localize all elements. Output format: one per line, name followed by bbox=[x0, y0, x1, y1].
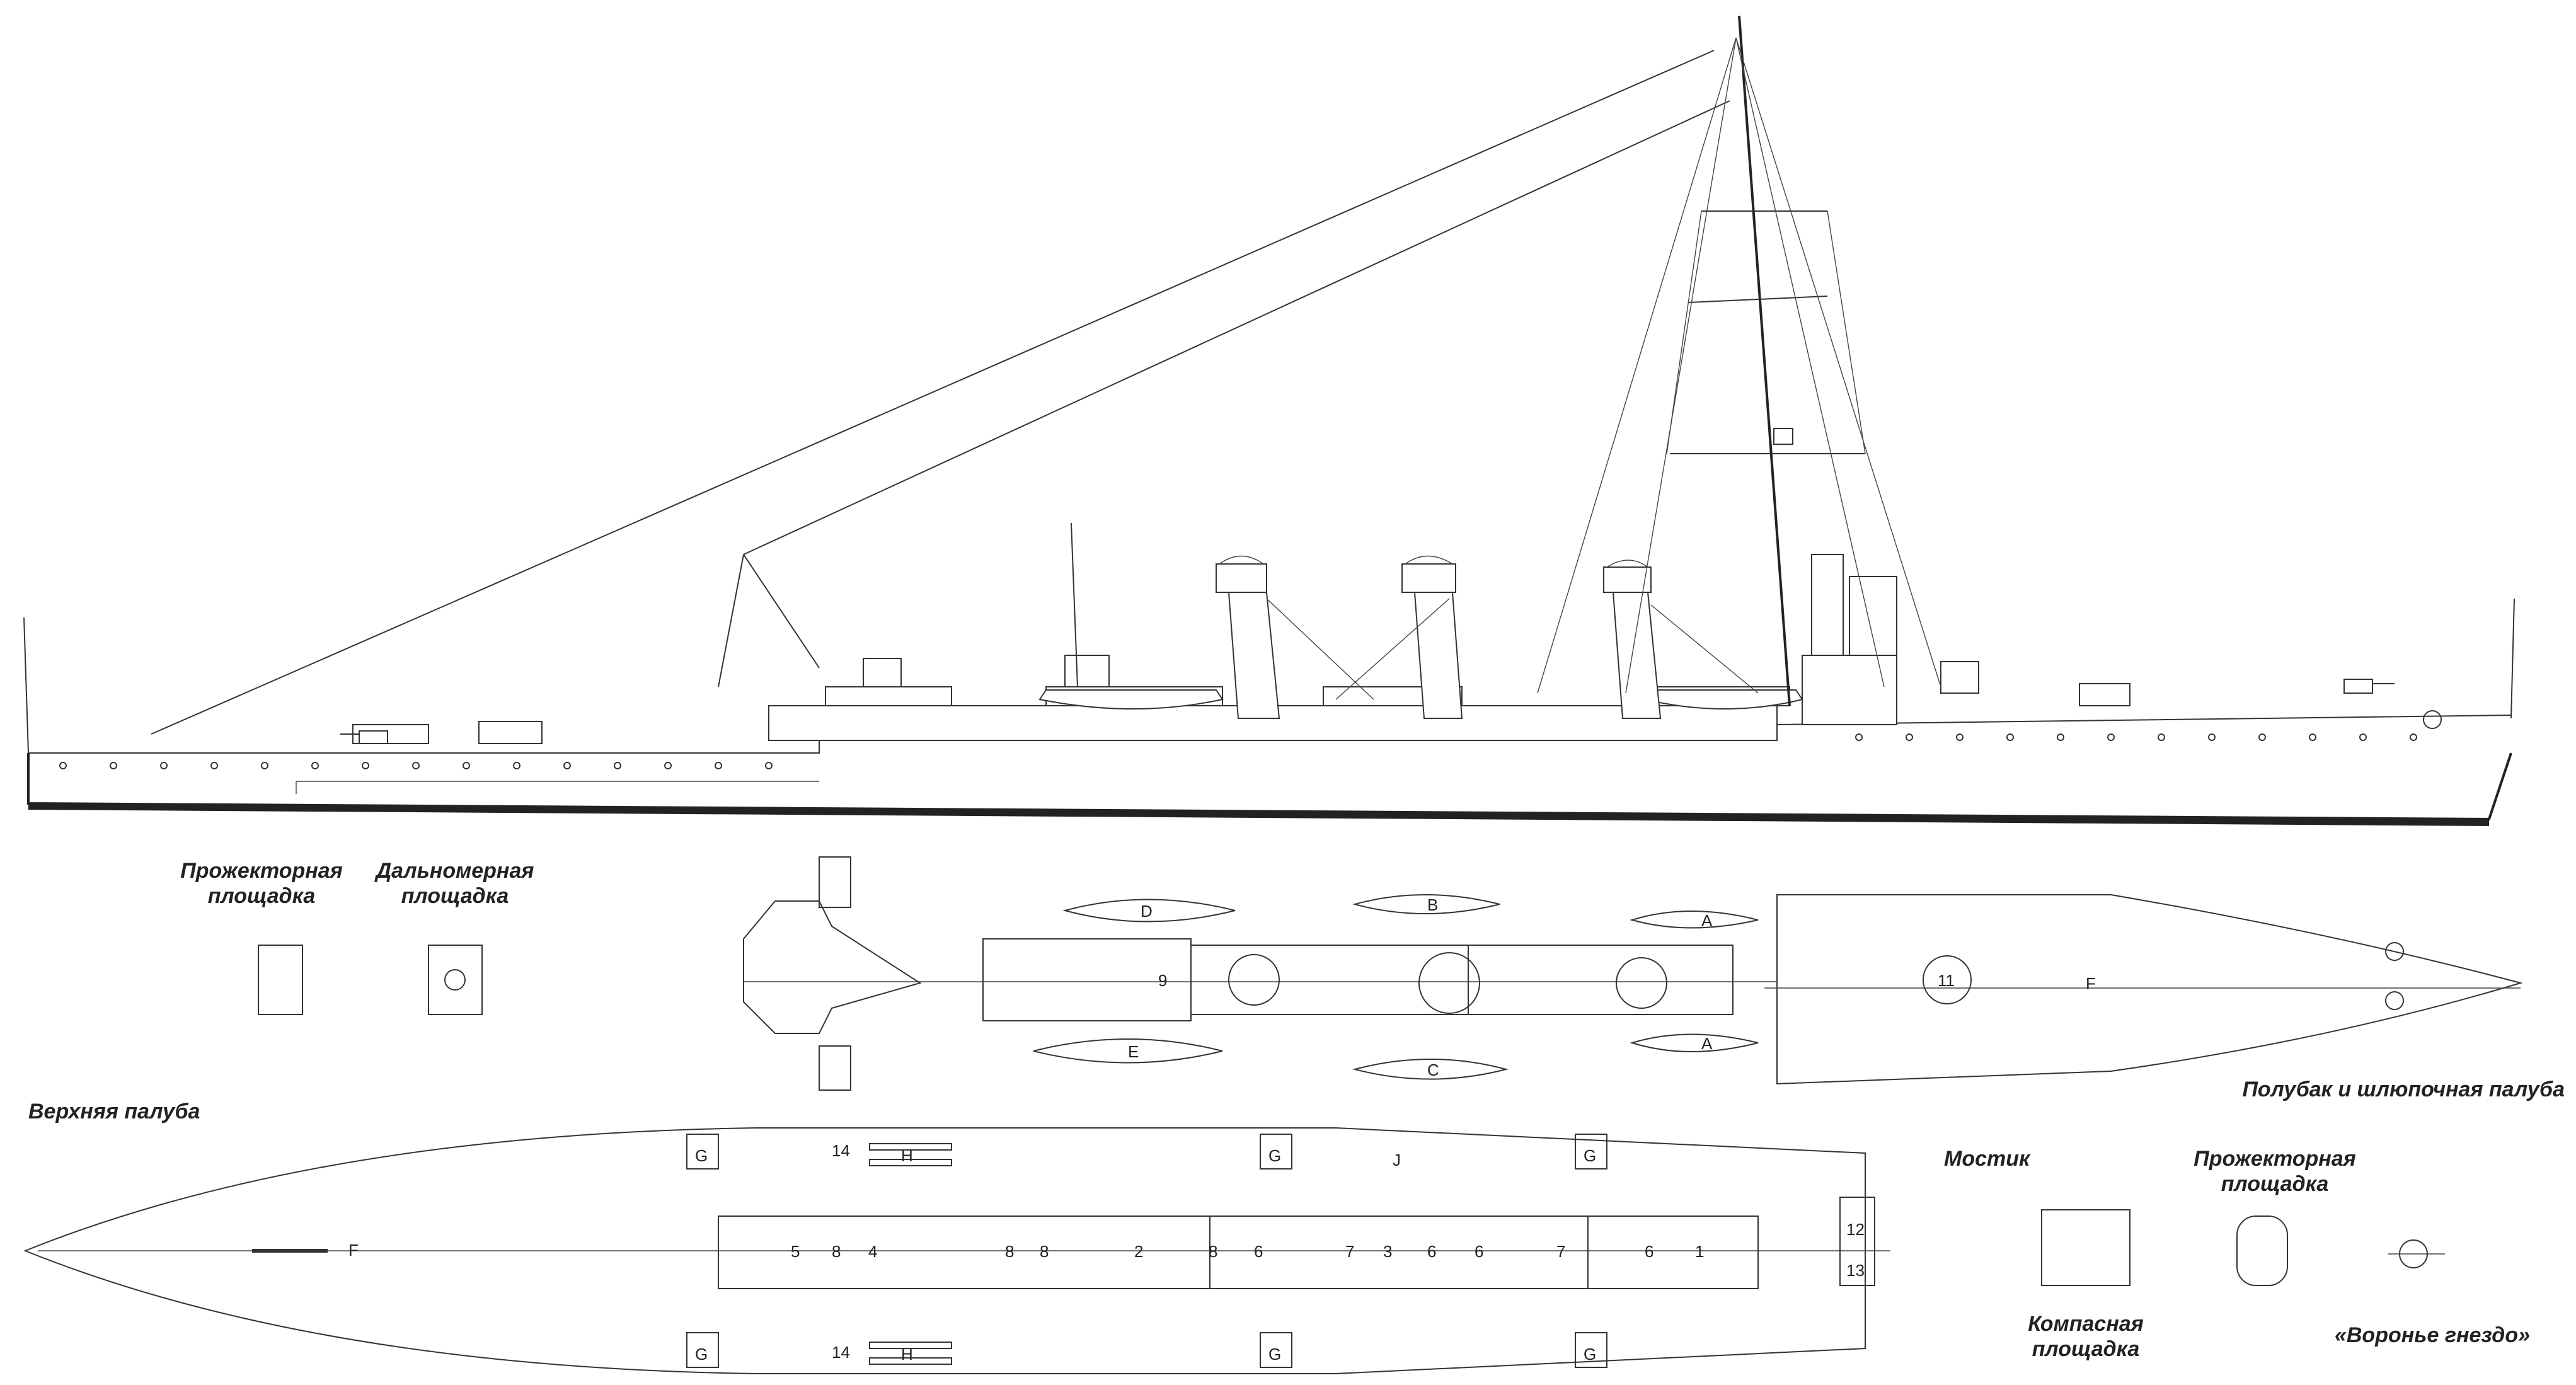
gun-f-marker-boat-deck: F bbox=[2086, 974, 2096, 993]
boat-e-marker: E bbox=[1128, 1042, 1139, 1061]
portholes bbox=[59, 710, 2442, 769]
gun-g-marker: G bbox=[695, 1146, 708, 1165]
upper-deck-plan bbox=[23, 1127, 1890, 1374]
detail-views bbox=[258, 945, 2445, 1286]
lifeboat-aft bbox=[1038, 689, 1224, 710]
boat-a-bottom-marker: A bbox=[1701, 1034, 1713, 1053]
number-14-bottom: 14 bbox=[832, 1343, 850, 1362]
funnels bbox=[1216, 555, 1662, 719]
gun-g-marker: G bbox=[1268, 1146, 1281, 1165]
jack-staff-fwd bbox=[2510, 598, 2515, 719]
number-9: 9 bbox=[1158, 971, 1167, 990]
hull-strake bbox=[296, 781, 819, 794]
waterline bbox=[28, 803, 2490, 826]
rangefinder-platform-label-2: площадка bbox=[401, 884, 509, 908]
ensign-staff-aft bbox=[23, 617, 29, 754]
mainmast bbox=[1071, 522, 1078, 687]
mast-yards bbox=[1670, 210, 1865, 454]
upper-guns bbox=[686, 1134, 1607, 1368]
crows-nest-label: «Воронье гнездо» bbox=[2335, 1323, 2530, 1347]
boat-a-top-marker: A bbox=[1701, 911, 1713, 930]
deck-compartment-number: 8 bbox=[1209, 1242, 1217, 1261]
side-profile bbox=[23, 15, 2515, 826]
deck-compartment-numbers: 5 8 4 8 8 2 8 6 7 3 6 6 7 6 1 bbox=[791, 1242, 1704, 1261]
forecastle-boat-deck-label: Полубак и шлюпочная палуба bbox=[2242, 1078, 2565, 1101]
labels: Прожекторная площадка Дальномерная площа… bbox=[28, 859, 2565, 1361]
deck-compartment-number: 5 bbox=[791, 1242, 800, 1261]
number-14-top: 14 bbox=[832, 1141, 850, 1160]
deck-compartment-number: 3 bbox=[1383, 1242, 1392, 1261]
boats-plan bbox=[1033, 894, 1759, 1080]
deck-compartment-number: 6 bbox=[1254, 1242, 1263, 1261]
tube-h-bottom: H bbox=[901, 1345, 913, 1364]
number-11: 11 bbox=[1938, 971, 1955, 990]
foremast bbox=[1738, 15, 1791, 706]
deck-compartment-number: 8 bbox=[832, 1242, 841, 1261]
forecastle-outline bbox=[1776, 894, 2523, 1085]
gun-g-marker: G bbox=[1584, 1146, 1596, 1165]
side-guns bbox=[340, 679, 2395, 744]
deck-compartment-number: 7 bbox=[1556, 1242, 1565, 1261]
boat-d-marker: D bbox=[1141, 902, 1153, 921]
searchlight-platform-label-top-2: площадка bbox=[208, 884, 316, 908]
tube-h-top: H bbox=[901, 1146, 913, 1165]
deck-compartment-number: 4 bbox=[868, 1242, 877, 1261]
compass-platform-label-2: площадка bbox=[2032, 1337, 2140, 1361]
torpedo-tubes bbox=[869, 1143, 952, 1365]
upper-deck-outline bbox=[23, 1127, 1866, 1374]
rigging bbox=[151, 37, 1941, 735]
mark-j: J bbox=[1393, 1151, 1401, 1169]
deck-compartment-number: 6 bbox=[1475, 1242, 1483, 1261]
deck-compartment-number: 8 bbox=[1005, 1242, 1014, 1261]
deck-compartment-number: 8 bbox=[1040, 1242, 1049, 1261]
deck-compartment-number: 1 bbox=[1695, 1242, 1704, 1261]
gun-f-marker-upper-deck: F bbox=[348, 1241, 359, 1260]
deck-compartment-number: 7 bbox=[1345, 1242, 1354, 1261]
compass-platform-label-1: Компасная bbox=[2028, 1312, 2144, 1336]
deck-compartment-number: 6 bbox=[1645, 1242, 1653, 1261]
searchlight-platform-label-top-1: Прожекторная bbox=[180, 859, 343, 883]
searchlight-platform-label-bottom-1: Прожекторная bbox=[2194, 1147, 2356, 1171]
gun-g-marker: G bbox=[695, 1345, 708, 1364]
boat-deck-plan bbox=[743, 856, 2523, 1091]
upper-deck-label: Верхняя палуба bbox=[28, 1100, 200, 1124]
searchlight-platform-label-bottom-2: площадка bbox=[2221, 1172, 2329, 1196]
gun-g-marker: G bbox=[1584, 1345, 1596, 1364]
number-12: 12 bbox=[1846, 1220, 1865, 1239]
deck-compartment-number: 6 bbox=[1427, 1242, 1436, 1261]
rangefinder-platform-label-1: Дальномерная bbox=[374, 859, 534, 883]
boat-deck-markers: D B E C A A 9 11 F bbox=[1128, 895, 2096, 1079]
boat-c-marker: C bbox=[1427, 1060, 1439, 1079]
number-13: 13 bbox=[1846, 1261, 1865, 1280]
boat-b-marker: B bbox=[1427, 895, 1438, 914]
gun-g-marker: G bbox=[1268, 1345, 1281, 1364]
bridge-label: Мостик bbox=[1944, 1147, 2031, 1171]
hull-outline bbox=[27, 752, 2512, 821]
deck-compartment-number: 2 bbox=[1134, 1242, 1143, 1261]
superstructure bbox=[352, 554, 2130, 744]
lifeboat-fwd bbox=[1643, 689, 1803, 710]
